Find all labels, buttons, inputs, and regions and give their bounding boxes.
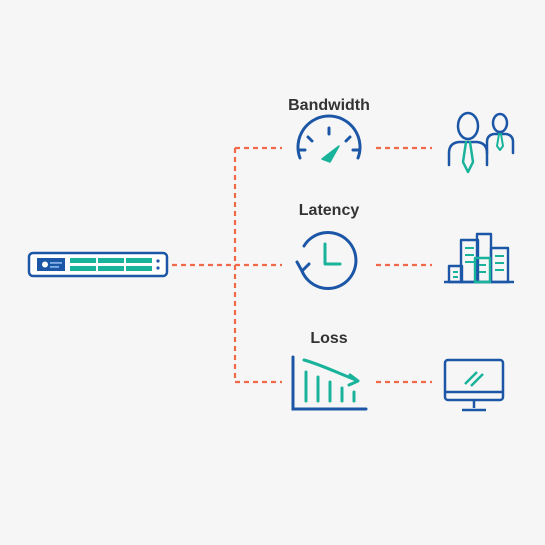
latency-label: Latency [298, 202, 360, 219]
speedometer-icon [296, 114, 362, 163]
users-icon [447, 111, 515, 174]
bandwidth-label: Bandwidth [288, 97, 370, 114]
desktop-monitor-icon [443, 358, 505, 412]
clock-icon [295, 231, 358, 290]
connectors [172, 146, 432, 384]
loss-label: Loss [310, 330, 348, 347]
declining-chart-icon [291, 355, 368, 411]
rack-appliance-icon [27, 251, 169, 278]
office-buildings-icon [444, 232, 514, 284]
